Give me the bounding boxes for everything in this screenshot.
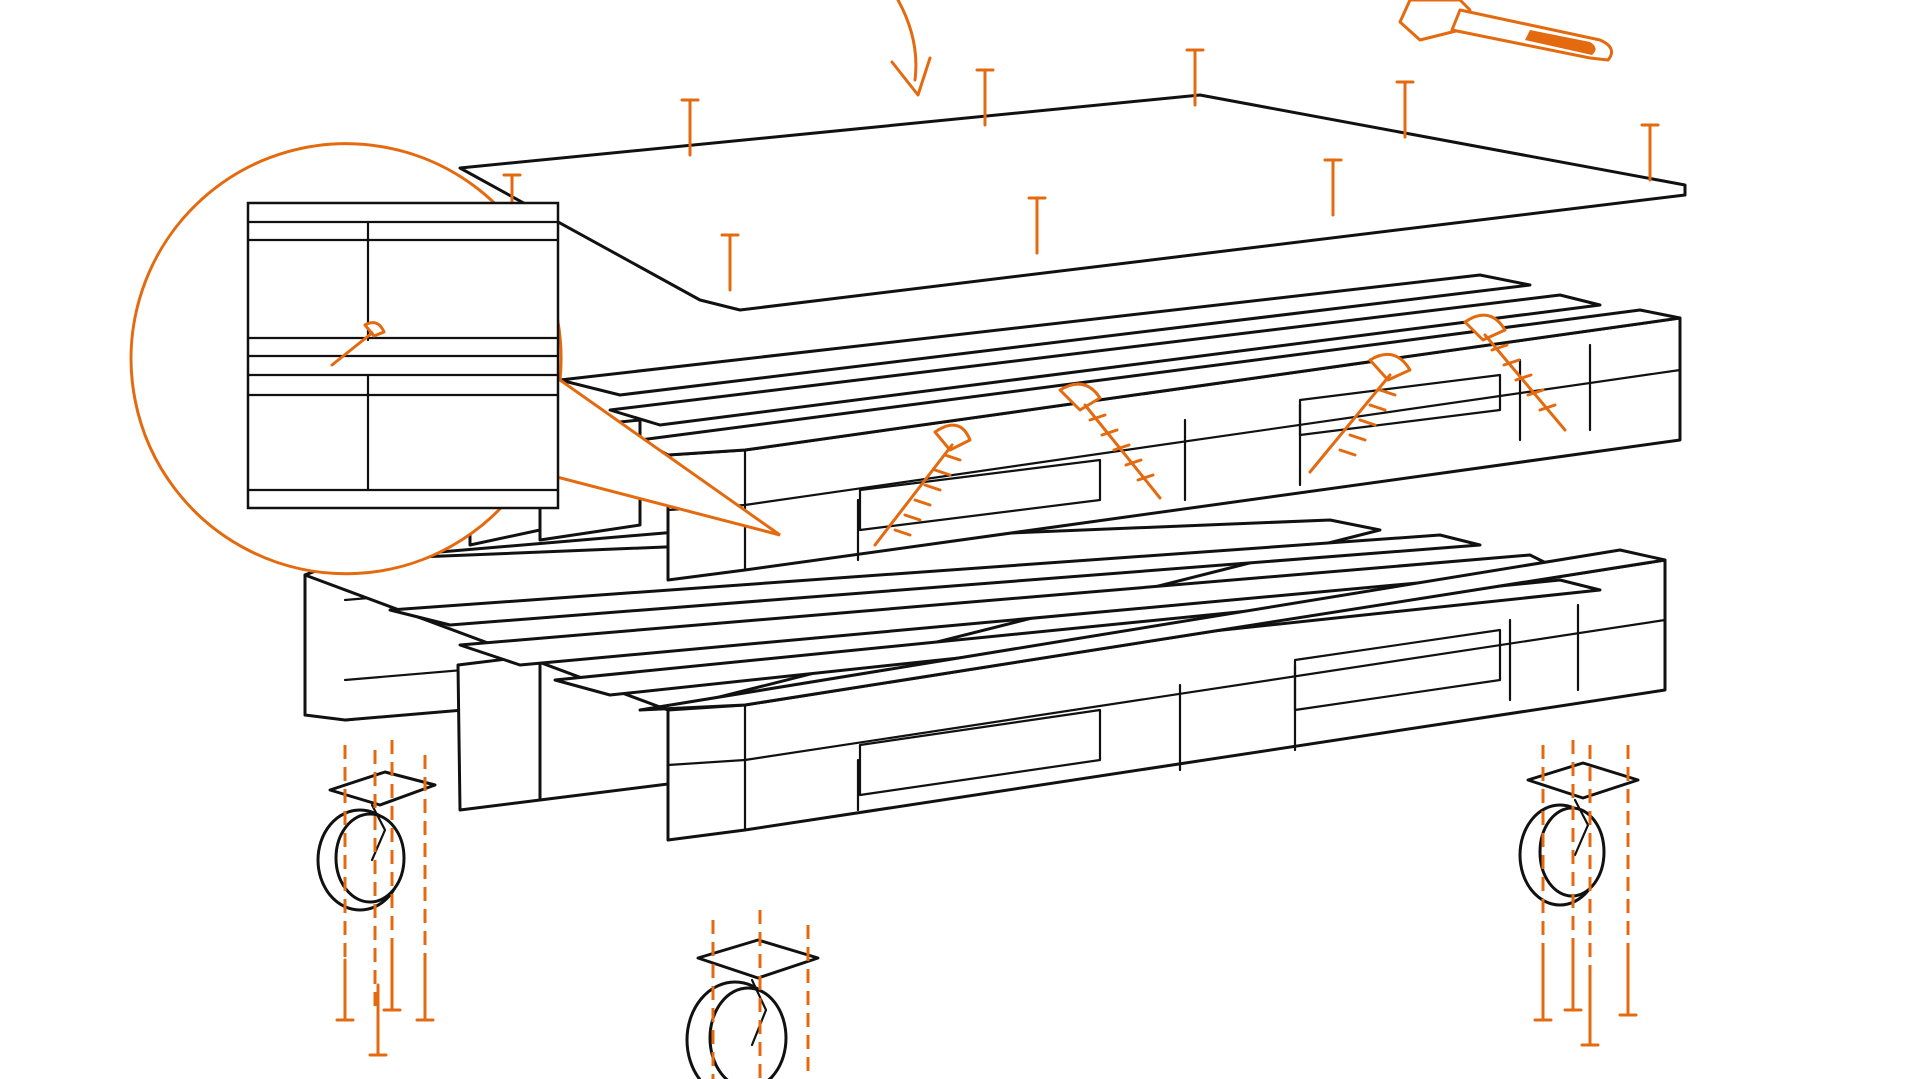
magnifier-callout-icon (129, 142, 781, 576)
nails (502, 48, 1660, 292)
screw-icon (382, 948, 402, 1012)
screw-icon (335, 958, 355, 1022)
caster-wheel-icon (316, 770, 437, 912)
nail-icon (1640, 123, 1660, 182)
nail-icon (1323, 158, 1343, 217)
screw-icon (1308, 352, 1412, 474)
caster-wheel-icon (1518, 761, 1640, 907)
nail-icon (1027, 196, 1047, 255)
nail-icon (680, 98, 700, 157)
rotate-arrow-icon (890, 0, 932, 97)
caster-wheel-right (1518, 740, 1640, 1047)
screw-icon (368, 983, 388, 1057)
screw-icon (415, 958, 435, 1022)
callout-cross-section (246, 201, 560, 510)
table-top-board (458, 93, 1687, 312)
screw-icon (1580, 973, 1600, 1047)
caster-wheel-left (316, 740, 437, 1057)
screws (873, 313, 1567, 547)
nail-icon (1395, 80, 1415, 139)
nail-icon (1185, 48, 1205, 107)
caster-wheel-icon (685, 938, 820, 1079)
screw-icon (1058, 382, 1162, 500)
screw-icon (330, 321, 386, 367)
bottom-pallet (303, 518, 1667, 842)
screw-icon (1463, 313, 1567, 432)
nail-icon (975, 68, 995, 127)
top-pallet (468, 273, 1682, 582)
nail-icon (720, 233, 740, 292)
screw-icon (1618, 948, 1638, 1017)
hammer-icon (1398, 0, 1614, 62)
screw-icon (1533, 953, 1553, 1022)
screw-icon (873, 423, 972, 547)
caster-wheel-center (685, 910, 820, 1079)
screw-icon (1563, 943, 1583, 1012)
